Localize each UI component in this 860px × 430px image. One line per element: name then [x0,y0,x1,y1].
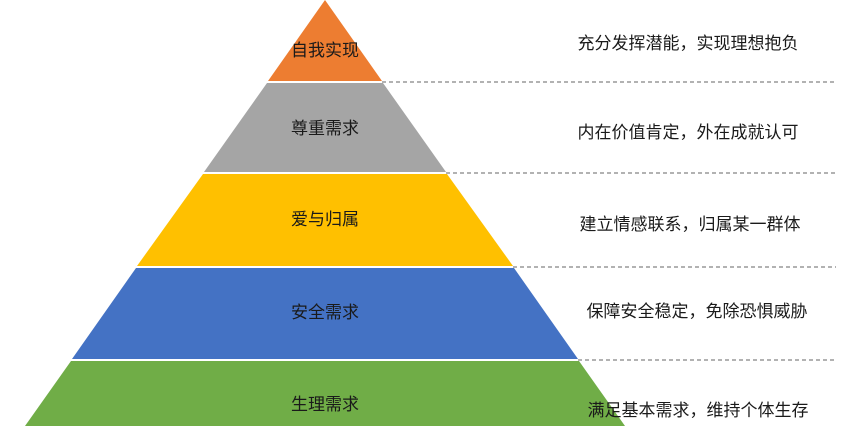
tier-label-safety: 安全需求 [291,303,359,323]
tier-description-self-actualization: 充分发挥潜能，实现理想抱负 [578,34,799,54]
tier-description-love-belonging: 建立情感联系，归属某一群体 [580,215,801,235]
tier-band-love-belonging [137,174,513,266]
tier-description-physiological: 满足基本需求，维持个体生存 [588,401,809,421]
tier-band-self-actualization [268,0,382,81]
tier-label-self-actualization: 自我实现 [291,41,359,61]
tier-band-physiological [25,361,625,426]
tier-band-safety [72,268,578,359]
tier-label-physiological: 生理需求 [291,395,359,415]
tier-label-love-belonging: 爱与归属 [291,210,359,230]
tier-description-esteem: 内在价值肯定，外在成就认可 [578,123,799,143]
tier-description-safety: 保障安全稳定，免除恐惧威胁 [587,302,808,322]
tier-label-esteem: 尊重需求 [291,119,359,139]
tier-band-esteem [204,83,446,172]
